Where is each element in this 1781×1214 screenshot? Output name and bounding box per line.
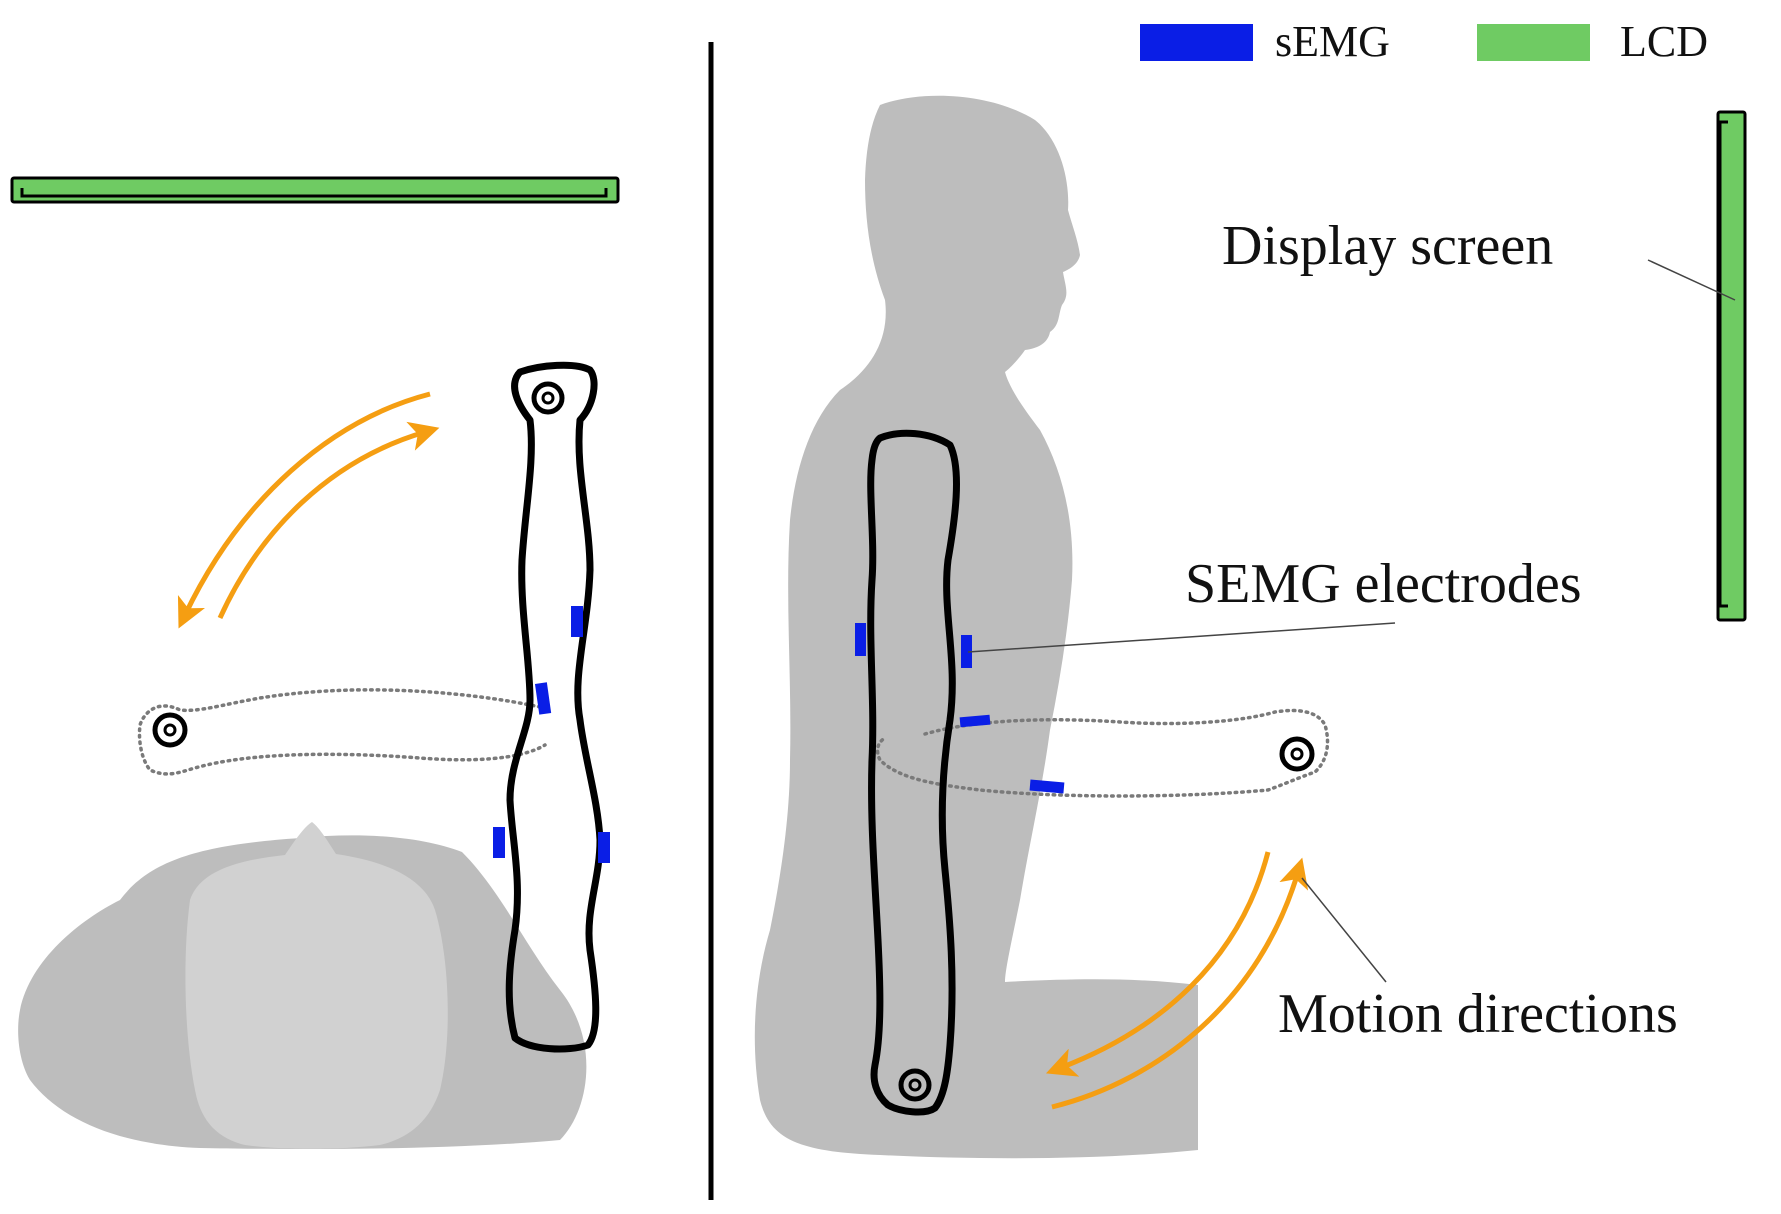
legend-label-semg: sEMG xyxy=(1275,17,1390,66)
semg-electrodes-side-view xyxy=(855,623,1065,794)
label-display-screen: Display screen xyxy=(1222,215,1553,277)
semg-electrodes-top-view xyxy=(493,606,610,863)
legend-swatch-semg xyxy=(1140,24,1253,61)
arm-outline-top-view xyxy=(505,361,604,1053)
person-silhouette-side-view xyxy=(754,95,1198,1159)
legend-swatch-lcd xyxy=(1477,24,1590,61)
joint-elbow-side-view xyxy=(898,1068,932,1102)
motion-arrows-top-view xyxy=(177,391,440,629)
leader-line-motion-directions xyxy=(1301,877,1387,983)
label-motion-directions: Motion directions xyxy=(1278,983,1678,1045)
legend: sEMG LCD xyxy=(1140,17,1708,66)
legend-label-lcd: LCD xyxy=(1620,17,1708,66)
joint-left-forearm xyxy=(152,712,188,748)
dotted-forearm-side-view xyxy=(875,708,1330,798)
dotted-forearm-top-view xyxy=(137,688,547,776)
joint-hand-side-view xyxy=(1279,736,1315,772)
motion-arrows-side-view xyxy=(1045,851,1309,1110)
leader-line-semg-electrodes xyxy=(967,622,1396,653)
side-view-panel: Display screen SEMG electrodes Motion di… xyxy=(754,95,1747,1159)
head-top-view xyxy=(185,822,448,1149)
lcd-screen-top-view xyxy=(10,176,620,204)
leader-line-display-screen xyxy=(1647,259,1736,301)
arm-outline-side-view xyxy=(867,429,960,1116)
top-view-panel xyxy=(10,176,620,1150)
lcd-screen-side-view xyxy=(1716,110,1747,622)
label-semg-electrodes: SEMG electrodes xyxy=(1185,553,1582,615)
joint-shoulder-top-view xyxy=(531,381,565,415)
